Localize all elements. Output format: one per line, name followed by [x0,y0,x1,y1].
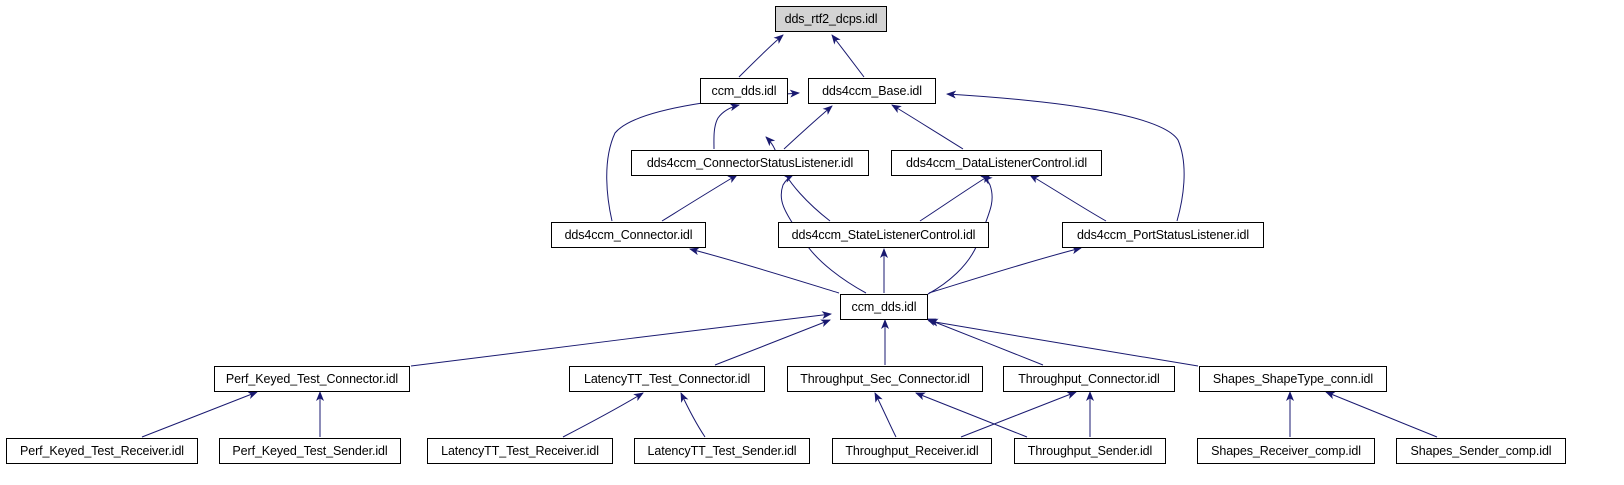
graph-node-LatencyTT_Test_Receiver[interactable]: LatencyTT_Test_Receiver.idl [427,438,613,464]
graph-node-dds4ccm_Base[interactable]: dds4ccm_Base.idl [808,78,936,104]
graph-edge [928,318,1199,367]
graph-edge [689,247,840,294]
graph-node-dds4ccm_StateListenerControl[interactable]: dds4ccm_StateListenerControl.idl [778,222,989,248]
graph-node-Perf_Keyed_Test_Receiver[interactable]: Perf_Keyed_Test_Receiver.idl [6,438,198,464]
graph-node-LatencyTT_Test_Connector[interactable]: LatencyTT_Test_Connector.idl [569,366,765,392]
graph-node-Throughput_Sender[interactable]: Throughput_Sender.idl [1014,438,1166,464]
graph-node-Throughput_Connector[interactable]: Throughput_Connector.idl [1003,366,1175,392]
graph-edge [1029,174,1107,222]
graph-node-label: dds_rtf2_dcps.idl [784,11,878,26]
graph-node-ccm_dds_top[interactable]: ccm_dds.idl [700,78,788,104]
graph-edge [680,392,706,438]
graph-node-label: dds4ccm_DataListenerControl.idl [905,155,1088,170]
graph-node-dds4ccm_DataListenerControl[interactable]: dds4ccm_DataListenerControl.idl [891,150,1102,176]
graph-edge [874,392,897,438]
graph-edge [713,103,740,150]
graph-node-LatencyTT_Test_Sender[interactable]: LatencyTT_Test_Sender.idl [634,438,810,464]
graph-edge [661,174,738,222]
graph-node-label: LatencyTT_Test_Receiver.idl [441,443,599,458]
graph-edge [831,34,865,78]
graph-node-label: ccm_dds.idl [851,299,917,314]
graph-edge [915,392,1028,438]
graph-node-Perf_Keyed_Test_Connector[interactable]: Perf_Keyed_Test_Connector.idl [214,366,410,392]
graph-node-Perf_Keyed_Test_Sender[interactable]: Perf_Keyed_Test_Sender.idl [219,438,401,464]
graph-node-Shapes_Receiver_comp[interactable]: Shapes_Receiver_comp.idl [1197,438,1375,464]
graph-edge [783,105,833,150]
graph-node-label: Shapes_Receiver_comp.idl [1211,443,1361,458]
graph-node-dds4ccm_ConnectorStatusListener[interactable]: dds4ccm_ConnectorStatusListener.idl [631,150,869,176]
graph-edge [891,104,964,150]
graph-node-label: ccm_dds.idl [711,83,777,98]
graph-node-label: dds4ccm_ConnectorStatusListener.idl [646,155,854,170]
graph-edge [960,391,1077,438]
graph-node-label: Perf_Keyed_Test_Receiver.idl [20,443,184,458]
graph-node-label: Perf_Keyed_Test_Connector.idl [225,371,399,386]
graph-node-label: Shapes_ShapeType_conn.idl [1212,371,1374,386]
graph-node-Shapes_ShapeType_conn[interactable]: Shapes_ShapeType_conn.idl [1199,366,1387,392]
graph-node-dds4ccm_Connector[interactable]: dds4ccm_Connector.idl [551,222,706,248]
graph-node-label: Throughput_Connector.idl [1018,371,1160,386]
graph-edge [562,392,644,438]
graph-node-label: dds4ccm_Base.idl [822,83,922,98]
graph-edge [928,246,1082,294]
graph-node-label: Throughput_Sec_Connector.idl [800,371,970,386]
graph-node-Throughput_Receiver[interactable]: Throughput_Receiver.idl [832,438,992,464]
graph-edge [141,391,258,438]
graph-node-label: Throughput_Sender.idl [1027,443,1153,458]
graph-node-label: Shapes_Sender_comp.idl [1410,443,1552,458]
graph-edge [919,174,991,222]
graph-node-label: LatencyTT_Test_Connector.idl [583,371,751,386]
graph-edge [410,311,832,367]
graph-edge [738,34,784,78]
graph-node-Shapes_Sender_comp[interactable]: Shapes_Sender_comp.idl [1396,438,1566,464]
graph-node-label: dds4ccm_Connector.idl [564,227,693,242]
graph-node-dds_rtf2_dcps[interactable]: dds_rtf2_dcps.idl [775,6,887,32]
graph-node-label: LatencyTT_Test_Sender.idl [647,443,797,458]
graph-node-Throughput_Sec_Connector[interactable]: Throughput_Sec_Connector.idl [787,366,983,392]
graph-node-label: Throughput_Receiver.idl [845,443,979,458]
graph-edge [926,318,1044,366]
graph-node-label: dds4ccm_StateListenerControl.idl [791,227,976,242]
graph-node-ccm_dds[interactable]: ccm_dds.idl [840,294,928,320]
graph-node-label: Perf_Keyed_Test_Sender.idl [232,443,388,458]
graph-edge [1325,391,1438,438]
graph-node-dds4ccm_PortStatusListener[interactable]: dds4ccm_PortStatusListener.idl [1062,222,1264,248]
graph-edge [714,319,831,366]
graph-node-label: dds4ccm_PortStatusListener.idl [1076,227,1250,242]
